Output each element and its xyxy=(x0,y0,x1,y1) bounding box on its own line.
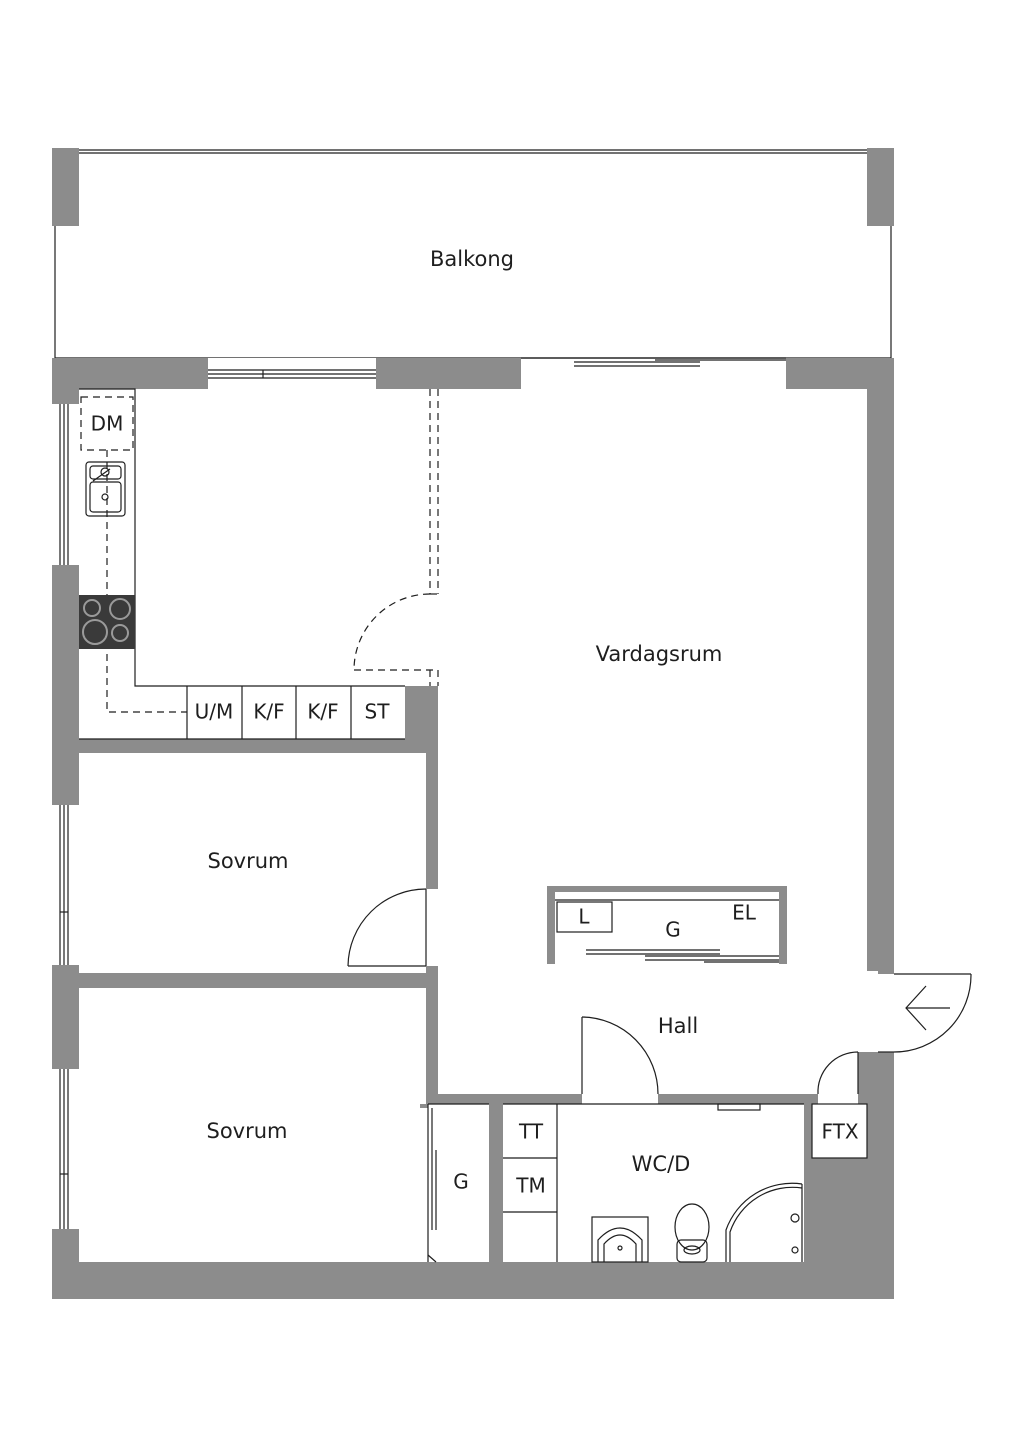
interior-walls xyxy=(79,686,868,1262)
fridge-freezer-2-label: K/F xyxy=(307,700,338,724)
under-counter-fridge-label: U/M xyxy=(195,700,234,724)
bedroom-2-wardrobe xyxy=(427,1103,489,1263)
ftx-label: FTX xyxy=(821,1120,858,1144)
shower-icon xyxy=(725,1182,803,1262)
bedroom-wardrobe-label: G xyxy=(453,1170,469,1194)
bedroom-1-door xyxy=(347,888,427,967)
kitchen xyxy=(79,388,439,740)
hall-closet xyxy=(555,899,779,963)
bathroom xyxy=(503,1016,804,1263)
kitchen-sink-icon xyxy=(85,461,126,517)
bedroom-2-label: Sovrum xyxy=(206,1119,287,1143)
exterior-walls xyxy=(52,358,894,1299)
storage-cabinet-label: ST xyxy=(365,700,391,724)
room-labels: Balkong Vardagsrum Sovrum Sovrum Hall WC… xyxy=(206,247,722,1176)
fixture-labels: DM U/M K/F K/F ST L G EL G TT TM FTX xyxy=(91,412,859,1198)
entrance-arrow-icon xyxy=(905,985,950,1031)
balcony-label: Balkong xyxy=(430,247,514,271)
living-room-label: Vardagsrum xyxy=(596,642,723,666)
bedroom-1-label: Sovrum xyxy=(207,849,288,873)
hall-label: Hall xyxy=(658,1014,698,1038)
fridge-freezer-1-label: K/F xyxy=(253,700,284,724)
hall-wardrobe-label: G xyxy=(665,918,681,942)
washbasin-icon xyxy=(591,1216,649,1263)
stove-icon xyxy=(79,595,135,649)
electric-cabinet-label: EL xyxy=(732,901,757,925)
toilet-icon xyxy=(674,1203,710,1263)
ftx-door xyxy=(811,1051,868,1159)
dryer-label: TT xyxy=(518,1120,544,1144)
windows xyxy=(52,357,786,1229)
bathroom-label: WC/D xyxy=(632,1152,691,1176)
linen-closet-label: L xyxy=(578,905,590,929)
dishwasher-label: DM xyxy=(91,412,124,436)
washing-machine-label: TM xyxy=(515,1174,545,1198)
entrance-door xyxy=(878,973,972,1053)
